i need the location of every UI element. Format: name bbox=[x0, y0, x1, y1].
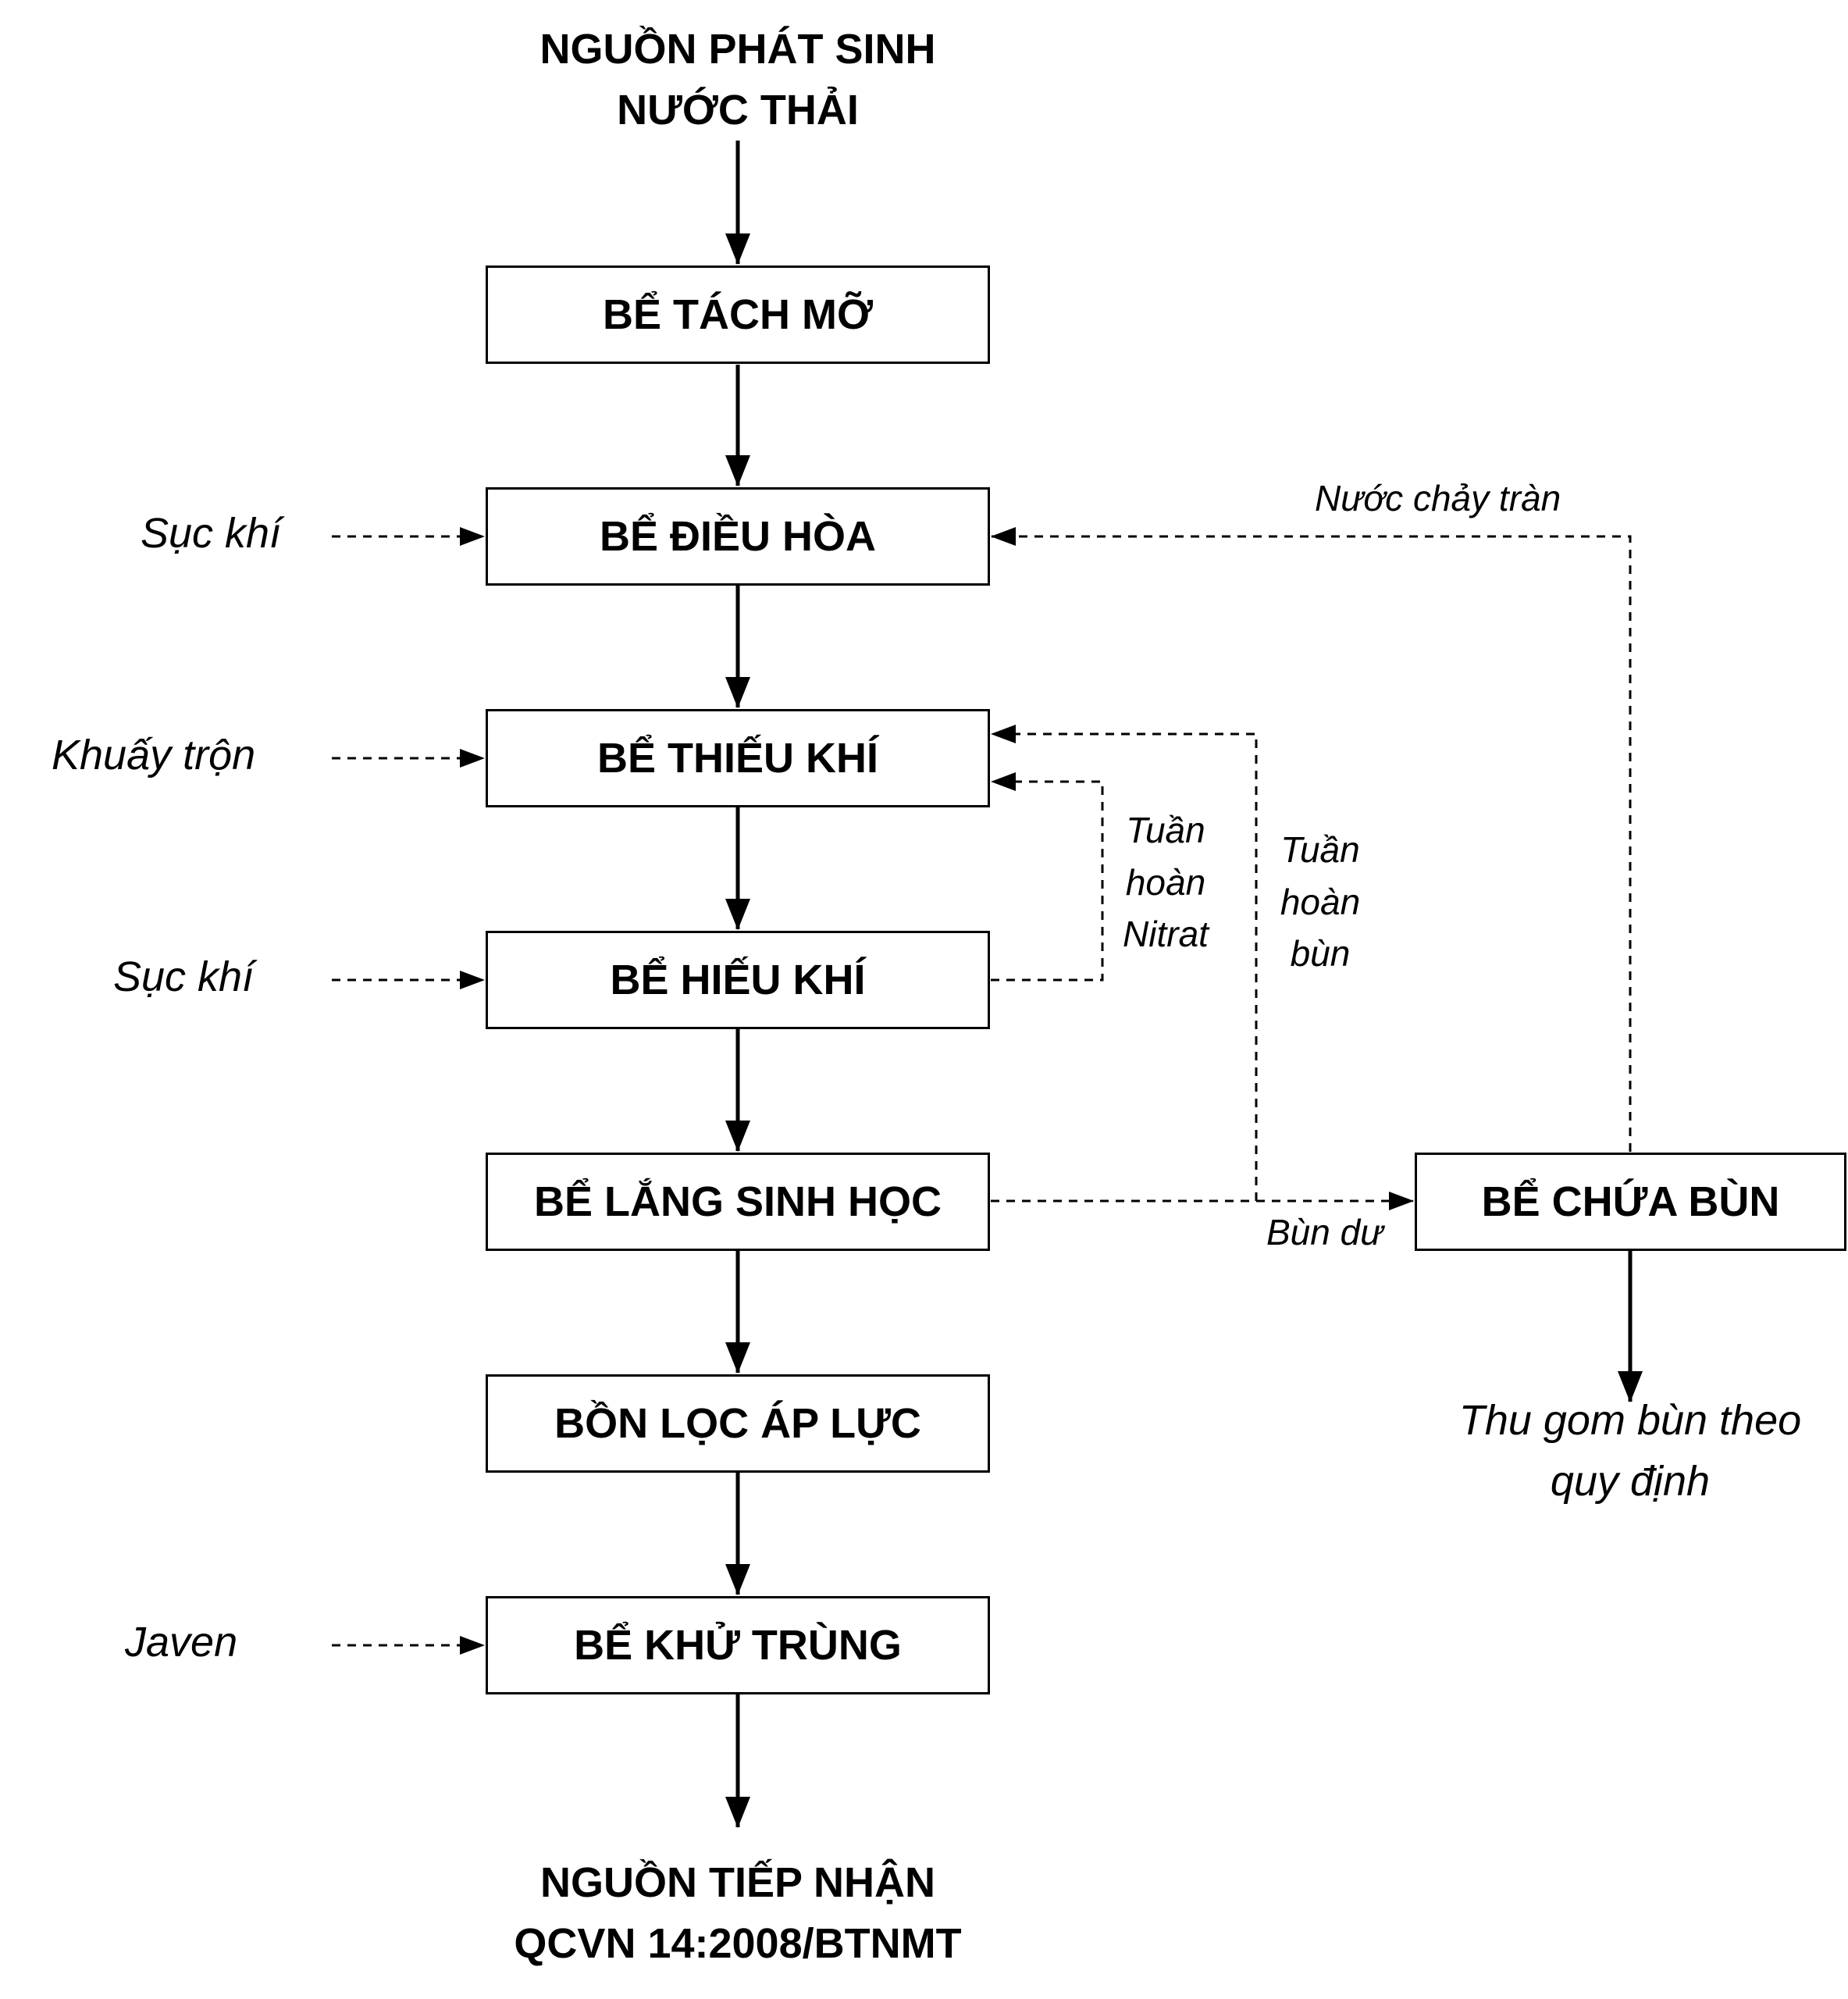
label-excess-sludge: Bùn dư bbox=[1266, 1212, 1383, 1252]
label-sludge-recirculation: Tuần hoàn bùn bbox=[1262, 824, 1379, 980]
nitrate-line-2: hoàn bbox=[1125, 861, 1206, 903]
receiver-line-1: NGUỒN TIẾP NHẬN bbox=[539, 1859, 936, 1906]
box-grease-trap: BỂ TÁCH MỠ bbox=[486, 265, 990, 364]
box-pressure-filter: BỒN LỌC ÁP LỰC bbox=[486, 1374, 990, 1473]
disposal-line-1: Thu gom bùn theo bbox=[1458, 1397, 1802, 1444]
arrow-nitrate-recirculation bbox=[991, 772, 1104, 982]
box-sludge-tank: BỂ CHỨA BÙN bbox=[1415, 1153, 1846, 1251]
box-equalization: BỂ ĐIỀU HÒA bbox=[486, 487, 990, 586]
receiver-line-2: QCVN 14:2008/BTNMT bbox=[514, 1920, 962, 1968]
sludge-recirc-line-3: bùn bbox=[1290, 933, 1351, 975]
box-anoxic: BỂ THIẾU KHÍ bbox=[486, 709, 990, 807]
receiver-title: NGUỒN TIẾP NHẬN QCVN 14:2008/BTNMT bbox=[465, 1852, 1011, 1975]
input-aeration-2: Sục khí bbox=[113, 953, 255, 1000]
arrow-sludge-recirculation bbox=[991, 725, 1258, 1201]
label-sludge-disposal: Thu gom bùn theo quy định bbox=[1412, 1390, 1848, 1513]
label-overflow: Nước chảy tràn bbox=[1315, 478, 1561, 518]
nitrate-line-1: Tuần bbox=[1126, 810, 1205, 850]
nitrate-line-3: Nitrat bbox=[1123, 914, 1209, 955]
sludge-recirc-line-2: hoàn bbox=[1280, 881, 1361, 922]
box-disinfection: BỂ KHỬ TRÙNG bbox=[486, 1596, 990, 1694]
input-mixing: Khuấy trộn bbox=[52, 732, 256, 779]
source-line-1: NGUỒN PHÁT SINH bbox=[539, 26, 936, 73]
box-aerobic: BỂ HIẾU KHÍ bbox=[486, 931, 990, 1029]
label-nitrate-recirculation: Tuần hoàn Nitrat bbox=[1107, 804, 1224, 960]
disposal-line-2: quy định bbox=[1550, 1458, 1711, 1505]
source-title: NGUỒN PHÁT SINH NƯỚC THẢI bbox=[504, 19, 972, 141]
input-aeration-1: Sục khí bbox=[141, 510, 282, 557]
box-settling: BỂ LẮNG SINH HỌC bbox=[486, 1153, 990, 1251]
sludge-recirc-line-1: Tuần bbox=[1280, 829, 1360, 870]
arrow-overflow-return bbox=[991, 527, 1632, 1152]
source-line-2: NƯỚC THẢI bbox=[617, 87, 859, 134]
input-javen: Javen bbox=[125, 1619, 238, 1666]
